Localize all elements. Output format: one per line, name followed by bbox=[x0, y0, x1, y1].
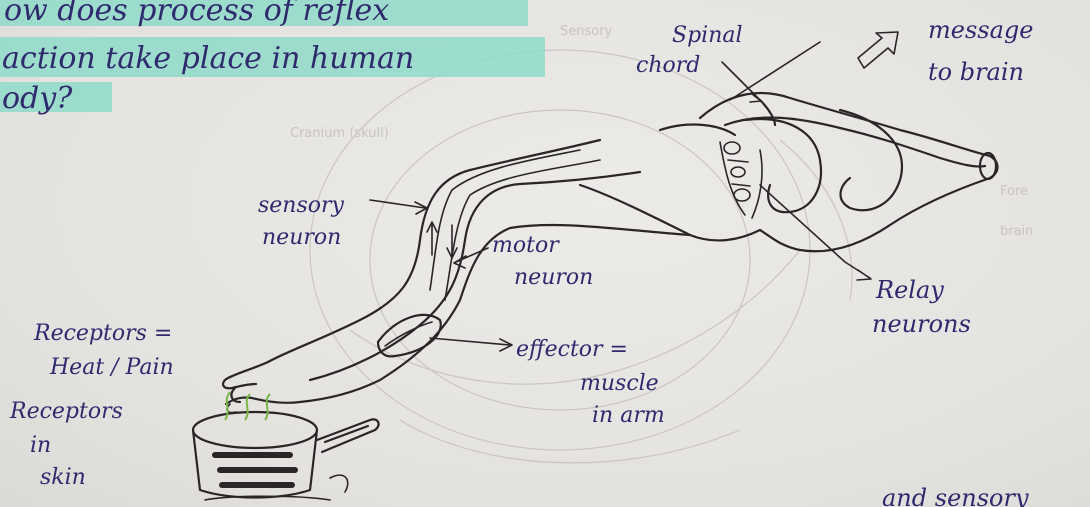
motor-label-1: motor bbox=[492, 233, 560, 258]
relay-label-2: neurons bbox=[872, 310, 971, 338]
receptors-label-1: Receptors = bbox=[33, 321, 172, 346]
spinal-label-2: chord bbox=[636, 53, 700, 78]
effector-label-3: in arm bbox=[592, 403, 665, 428]
message-label-1: message bbox=[928, 16, 1033, 44]
spinal-cord-section bbox=[580, 93, 998, 251]
up-arrow-icon bbox=[858, 32, 898, 68]
effector-label-2: muscle bbox=[580, 371, 659, 396]
effector-label-1: effector = bbox=[516, 337, 628, 362]
receptors-label-5: skin bbox=[40, 465, 86, 490]
hot-pan bbox=[193, 392, 379, 500]
label-arrows bbox=[370, 32, 898, 351]
question-line-2: action take place in human bbox=[2, 41, 414, 76]
svg-text:Fore: Fore bbox=[1000, 184, 1028, 199]
svg-text:brain: brain bbox=[1000, 224, 1033, 239]
question-line-3: ody? bbox=[2, 81, 73, 116]
background-ghost-sketch: Cranium (skull) Fore brain Sensory bbox=[290, 24, 1033, 463]
receptors-label-2: Heat / Pain bbox=[49, 355, 174, 380]
question-line-1: ow does process of reflex bbox=[4, 0, 389, 28]
message-label-2: to brain bbox=[928, 58, 1024, 86]
relay-label-1: Relay bbox=[875, 276, 944, 304]
svg-text:Sensory: Sensory bbox=[560, 24, 613, 39]
sensory-label-2: neuron bbox=[262, 225, 341, 250]
svg-text:Cranium (skull): Cranium (skull) bbox=[290, 126, 389, 141]
spinal-label-1: Spinal bbox=[672, 23, 743, 48]
sensory-label-1: sensory bbox=[258, 193, 345, 218]
receptors-label-3: Receptors bbox=[9, 399, 123, 424]
receptors-label-4: in bbox=[30, 433, 51, 458]
bottom-partial-text: and sensory bbox=[882, 484, 1029, 507]
motor-label-2: neuron bbox=[514, 265, 593, 290]
